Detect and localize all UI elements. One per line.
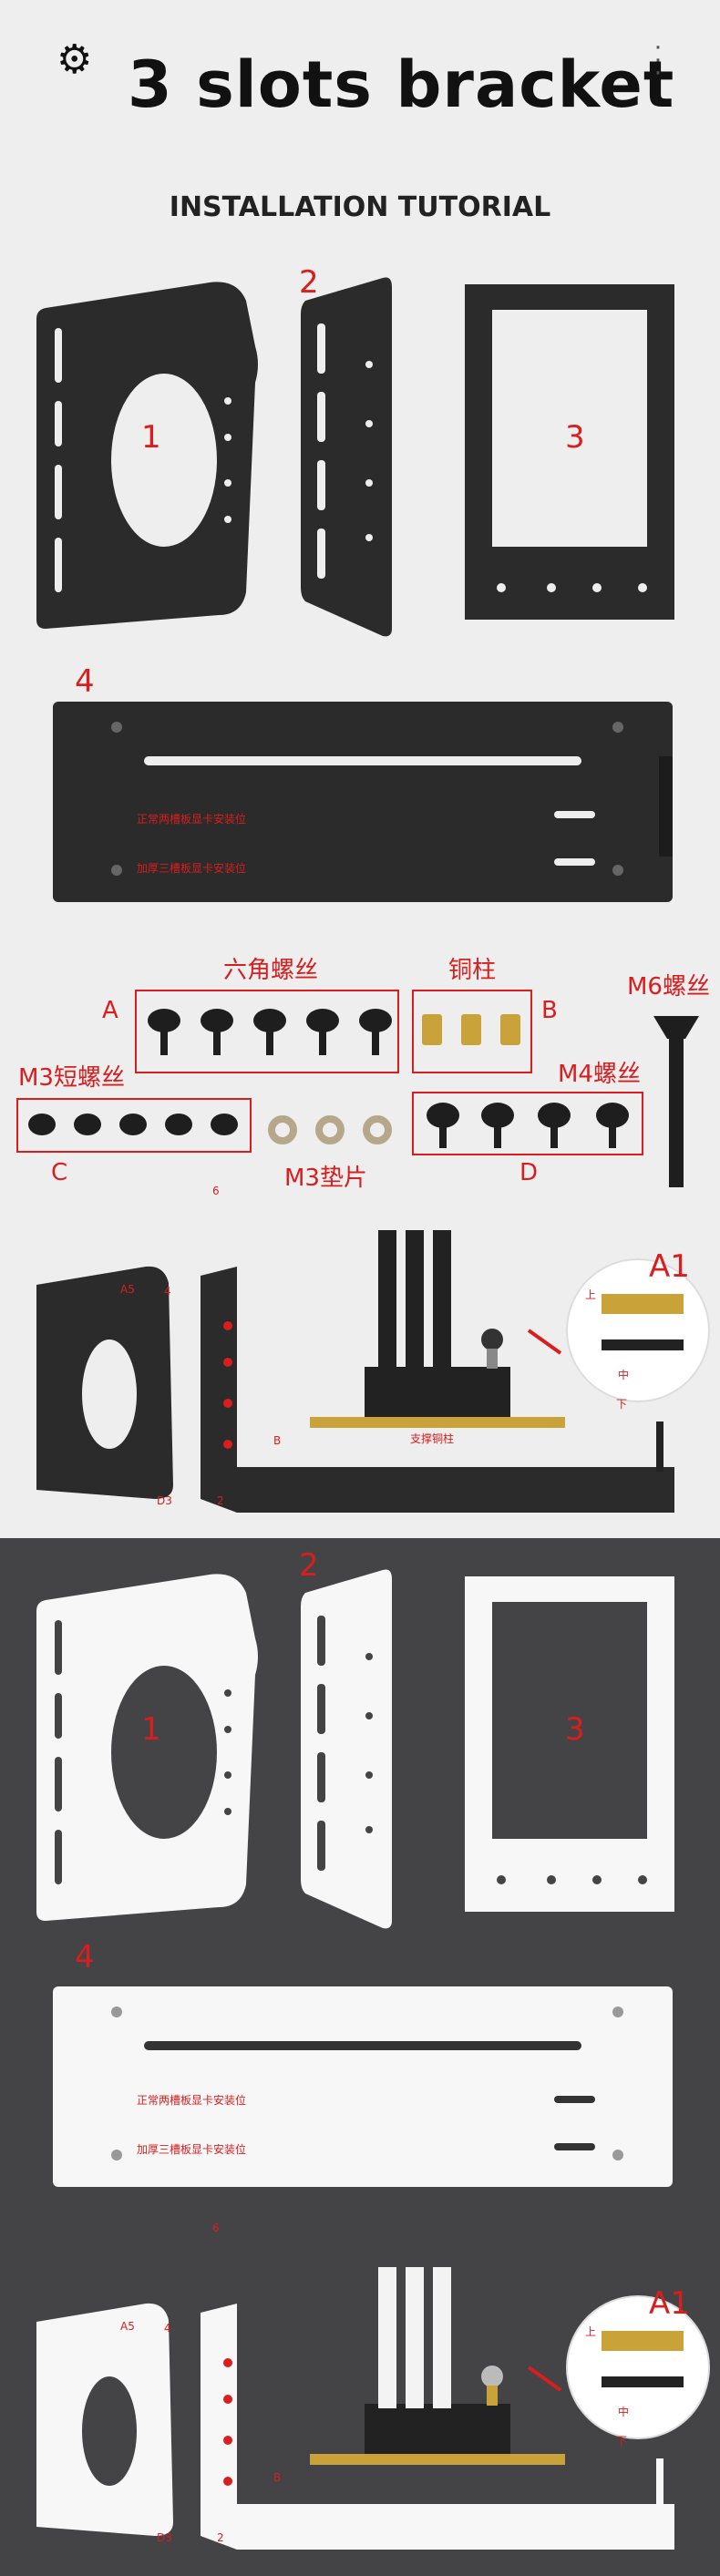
gear-icon[interactable]: ⚙ (57, 37, 93, 82)
hex-screw-letter: A (102, 997, 118, 1024)
group-a-box (135, 990, 399, 1073)
label-a5: A5 (120, 1283, 135, 1296)
m4-screws-icon (427, 1103, 629, 1148)
label-support-standoff: 支撑铜柱 (410, 1432, 455, 1445)
more-vertical-icon[interactable]: ··· (653, 31, 663, 87)
plate-text-normal: 正常两槽板显卡安装位 (137, 813, 247, 826)
zoom-down: 下 (616, 1398, 628, 1411)
copper-standoff-name: 铜柱 (448, 957, 497, 984)
part-1-bracket (36, 282, 258, 629)
group-c-box (16, 1098, 252, 1153)
group-d-box (412, 1092, 643, 1155)
white-label-4: 4 (164, 2322, 171, 2335)
m4-screw-name: M4螺丝 (558, 1061, 641, 1088)
zoom-up: 上 (585, 1288, 597, 1301)
part-3-frame (465, 284, 674, 620)
m3-screws-icon (28, 1114, 238, 1135)
white-part-2-label: 2 (299, 1547, 319, 1584)
m3-washers-icon (268, 1115, 392, 1144)
label-2: 2 (217, 1494, 224, 1507)
white-version-section: 1 2 3 4 正常两槽板显卡安装位 加厚三槽板显卡安装位 6 A5 4 D3 … (0, 1538, 720, 2576)
white-label-b: B (273, 2471, 282, 2484)
page-subtitle: INSTALLATION TUTORIAL (169, 191, 551, 223)
part-4-long-plate (53, 702, 673, 902)
white-label-a5: A5 (120, 2320, 135, 2333)
white-label-a1: A1 (649, 2285, 690, 2322)
white-zoom-up: 上 (585, 2325, 597, 2338)
white-part-3-label: 3 (565, 1711, 585, 1748)
part-3-label: 3 (565, 419, 585, 456)
part-1-label: 1 (141, 419, 161, 456)
white-zoom-mid: 中 (618, 2406, 630, 2418)
label-4: 4 (164, 1285, 171, 1298)
black-version-section: ⚙ 3 slots bracket ··· INSTALLATION TUTOR… (16, 31, 710, 1513)
part-2-plate (301, 277, 392, 637)
white-assembly-diagram (36, 2267, 710, 2550)
standoff-letter: B (541, 997, 558, 1024)
plate-text-thick: 加厚三槽板显卡安装位 (137, 862, 247, 875)
group-b-box (412, 990, 532, 1073)
white-label-2: 2 (217, 2531, 224, 2544)
part-4-label: 4 (75, 663, 95, 700)
white-label-d3: D3 (157, 2531, 172, 2544)
white-part-4-label: 4 (75, 1939, 95, 1976)
hex-screw-name: 六角螺丝 (223, 957, 319, 984)
m6-screw-name: M6螺丝 (627, 973, 710, 1001)
m3-screw-letter: C (51, 1159, 68, 1186)
white-plate-text-thick: 加厚三槽板显卡安装位 (137, 2143, 247, 2156)
m4-screw-letter: D (519, 1159, 539, 1186)
label-a1: A1 (649, 1248, 690, 1285)
m3-short-screw-name: M3短螺丝 (18, 1064, 125, 1092)
label-6: 6 (212, 1185, 220, 1197)
label-d3: D3 (157, 1494, 172, 1507)
black-parts-diagram (36, 277, 674, 637)
white-parts-diagram (36, 1569, 674, 1929)
white-label-6: 6 (212, 2222, 220, 2234)
white-plate-text-normal: 正常两槽板显卡安装位 (137, 2094, 247, 2107)
copper-standoffs-icon (422, 1014, 520, 1045)
white-part-1-label: 1 (141, 1711, 161, 1748)
m6-screw-icon (653, 1016, 699, 1187)
zoom-mid: 中 (618, 1369, 630, 1381)
white-part-4-long-plate (53, 1986, 673, 2187)
black-assembly-diagram (36, 1230, 710, 1513)
page-title: 3 slots bracket (128, 47, 675, 122)
white-zoom-down: 下 (616, 2435, 628, 2448)
label-b: B (273, 1434, 282, 1447)
m3-washer-name: M3垫片 (284, 1165, 367, 1192)
hex-screws-icon (148, 1009, 392, 1055)
part-2-label: 2 (299, 264, 319, 301)
